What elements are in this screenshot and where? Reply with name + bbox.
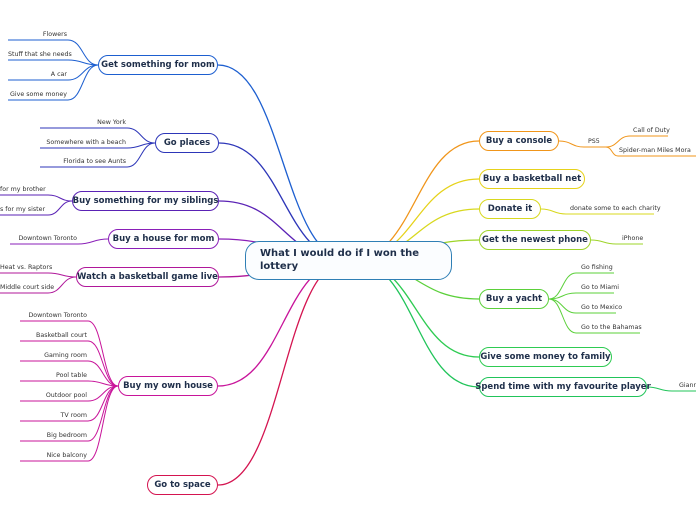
branch-spend-time-with-player[interactable]: Spend time with my favourite player [475, 377, 651, 397]
branch-go-to-space[interactable]: Go to space [147, 475, 218, 495]
player-leaf-connector-0 [646, 386, 673, 392]
leaf-middle-court-side[interactable]: Middle court side [0, 284, 55, 291]
leaf-for-sister[interactable]: s for my sister [0, 206, 46, 213]
leaf-downtown-toronto-mom[interactable]: Downtown Toronto [18, 235, 77, 242]
leaf-go-to-miami[interactable]: Go to Miami [581, 284, 619, 291]
yacht-leaf-connector-0 [548, 272, 577, 300]
leaf-ps5[interactable]: PS5 [588, 138, 600, 145]
leaf-spiderman[interactable]: Spider-man Miles Mora [619, 147, 691, 154]
branch-buy-something-for-siblings[interactable]: Buy something for my siblings [72, 191, 219, 211]
leaf-own-downtown-toronto[interactable]: Downtown Toronto [28, 312, 87, 319]
own-house-leaf-connector-1 [87, 340, 119, 387]
leaf-donate-charity[interactable]: donate some to each charity [570, 205, 661, 212]
branch-get-something-for-mom[interactable]: Get something for mom [98, 55, 218, 75]
branch-buy-my-own-house[interactable]: Buy my own house [118, 376, 218, 396]
mom-leaf-connector-0 [67, 39, 99, 66]
branch-buy-basketball-net[interactable]: Buy a basketball net [479, 169, 585, 189]
mom-leaf-connector-3 [67, 64, 99, 101]
leaf-iphone[interactable]: iPhone [622, 235, 644, 242]
leaf-basketball-court[interactable]: Basketball court [36, 332, 87, 339]
branch-get-newest-phone[interactable]: Get the newest phone [479, 230, 591, 250]
leaf-tv-room[interactable]: TV room [60, 412, 87, 419]
mom-leaf-connector-2 [67, 64, 99, 81]
leaf-flowers[interactable]: Flowers [42, 31, 67, 38]
leaf-a-car[interactable]: A car [50, 71, 67, 78]
own-house-leaf-connector-7 [87, 385, 119, 462]
central-topic[interactable]: What I would do if I won the lottery [245, 241, 452, 280]
leaf-stuff-she-needs[interactable]: Stuff that she needs [8, 51, 72, 58]
siblings-leaf-connector-0 [47, 194, 73, 202]
leaf-somewhere-with-beach[interactable]: Somewhere with a beach [46, 139, 126, 146]
leaf-florida-aunts[interactable]: Florida to see Aunts [63, 158, 126, 165]
connector-space [217, 259, 349, 486]
console-ps5-connector [558, 140, 585, 148]
game-leaf-connector-1 [47, 276, 77, 294]
phone-leaf-connector-0 [590, 239, 617, 245]
console2-leaf-connector-0 [605, 146, 619, 157]
leaf-go-to-mexico[interactable]: Go to Mexico [581, 304, 623, 311]
branch-give-money-to-family[interactable]: Give some money to family [479, 347, 612, 367]
leaf-outdoor-pool[interactable]: Outdoor pool [45, 392, 87, 399]
leaf-call-of-duty[interactable]: Call of Duty [633, 127, 670, 134]
leaf-big-bedroom[interactable]: Big bedroom [46, 432, 87, 439]
own-house-leaf-connector-0 [87, 320, 119, 387]
leaf-giann[interactable]: Giann [679, 382, 696, 389]
leaf-go-fishing[interactable]: Go fishing [581, 264, 613, 271]
own-house-leaf-connector-2 [87, 360, 119, 387]
leaf-new-york[interactable]: New York [97, 119, 126, 126]
donate-leaf-connector-0 [540, 208, 567, 215]
house-mom-leaf-connector-0 [77, 238, 109, 245]
console-leaf-connector-0 [605, 135, 631, 148]
siblings-leaf-connector-1 [47, 200, 73, 216]
places-leaf-connector-2 [126, 142, 156, 168]
leaf-heat-vs-raptors[interactable]: Heat vs. Raptors [0, 264, 53, 271]
leaf-go-to-bahamas[interactable]: Go to the Bahamas [581, 324, 642, 331]
leaf-for-brother[interactable]: for my brother [0, 186, 46, 193]
yacht3-leaf-connector-0 [548, 298, 577, 334]
branch-go-places[interactable]: Go places [155, 133, 219, 153]
leaf-pool-table[interactable]: Pool table [56, 372, 87, 379]
branch-buy-house-for-mom[interactable]: Buy a house for mom [108, 229, 219, 249]
leaf-give-some-money[interactable]: Give some money [10, 91, 67, 98]
places-leaf-connector-0 [126, 127, 156, 144]
branch-watch-basketball-game[interactable]: Watch a basketball game live [76, 267, 219, 287]
own-house-leaf-connector-5 [87, 385, 119, 422]
branch-buy-a-yacht[interactable]: Buy a yacht [479, 289, 549, 309]
branch-buy-a-console[interactable]: Buy a console [479, 131, 559, 151]
leaf-gaming-room[interactable]: Gaming room [44, 352, 87, 359]
leaf-nice-balcony[interactable]: Nice balcony [46, 452, 87, 459]
yacht2-leaf-connector-0 [548, 298, 577, 314]
own-house-leaf-connector-6 [87, 385, 119, 442]
branch-donate-it[interactable]: Donate it [479, 199, 541, 219]
game-leaf-connector-0 [47, 272, 77, 278]
